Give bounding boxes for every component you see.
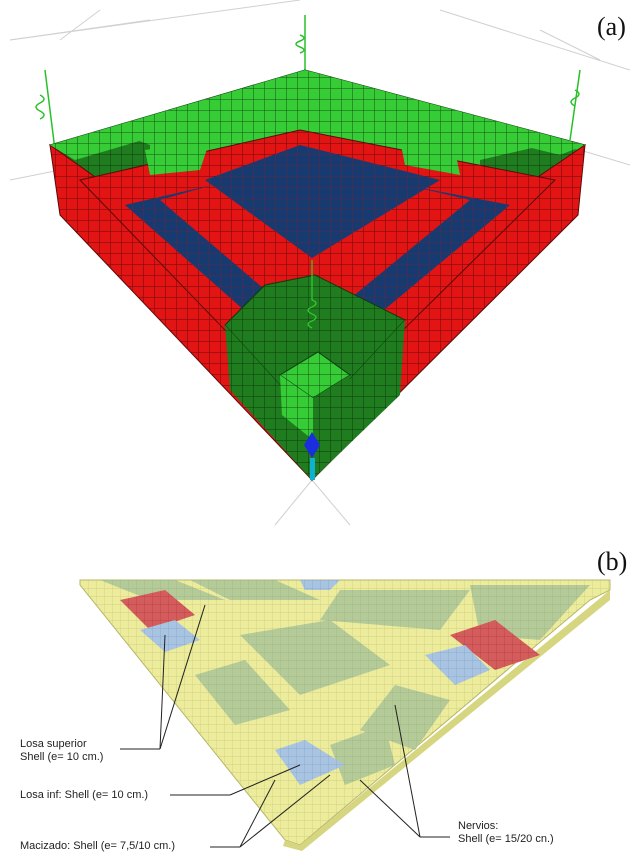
support-base (310, 458, 315, 480)
blue-zone-bottom (275, 740, 345, 785)
annotation-nervios: Nervios: Shell (e= 15/20 cn.) (458, 820, 554, 846)
panel-b-label: (b) (597, 547, 627, 576)
upper-slab-panel-1 (100, 580, 225, 600)
annotation-losa-superior: Losa superior Shell (e= 10 cm.) (20, 738, 103, 764)
center-spring (307, 260, 317, 329)
annotation-losa-inf: Losa inf: Shell (e= 10 cm.) (20, 789, 149, 801)
rim-left-inner (145, 140, 210, 175)
center-panel (240, 620, 390, 695)
annotation-nervios-title: Nervios: (458, 820, 499, 832)
annotation-losa-superior-title: Losa superior (20, 738, 87, 750)
lower-panel (330, 725, 395, 785)
front-tower-right (312, 320, 405, 480)
panel-b-slab-detail: (b) (79, 547, 627, 851)
panel-a-label: (a) (597, 12, 626, 41)
panel-a-model-view: (a) (9, 0, 630, 526)
front-cube-right (313, 375, 350, 440)
center-pool-navy (205, 145, 440, 258)
red-zone-right (450, 620, 540, 670)
annotation-macizado: Macizado: Shell (e= 7,5/10 cm.) (20, 840, 175, 852)
blue-zone-right (425, 645, 490, 685)
annotation-losa-superior-shell: Shell (e= 10 cm.) (20, 751, 104, 763)
background-grid (9, 0, 630, 526)
front-tower-left (225, 325, 312, 480)
top-rim-green (50, 70, 585, 160)
blue-zone-top (300, 580, 340, 590)
blue-zone-left (140, 620, 200, 652)
support-node-icon (304, 432, 320, 458)
annotation-nervios-shell: Shell (e= 15/20 cn.) (458, 833, 554, 845)
left-panel (195, 660, 290, 725)
rim-right-inner (400, 140, 460, 175)
leader-lines (120, 604, 450, 848)
red-zone-left (120, 590, 195, 630)
upper-slab-panel-2 (190, 580, 320, 600)
upper-slab-panel-3 (320, 590, 470, 630)
vertical-supports (35, 15, 581, 151)
front-cube-left (280, 375, 313, 440)
